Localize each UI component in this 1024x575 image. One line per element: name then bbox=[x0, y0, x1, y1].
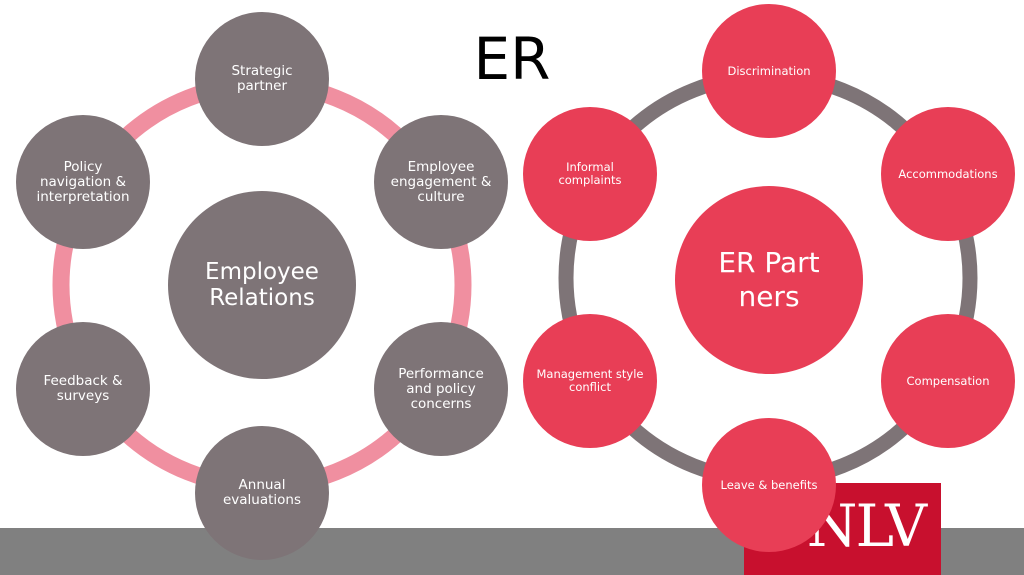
node-label: Informal complaints bbox=[558, 160, 622, 187]
node-label: Feedback & surveys bbox=[43, 373, 123, 404]
node-annual-evaluations: Annual evaluations bbox=[195, 426, 329, 560]
employee-relations-center: Employee Relations bbox=[168, 191, 356, 379]
node-label: Compensation bbox=[906, 373, 990, 388]
node-policy-navigation: Policy navigation & interpretation bbox=[16, 115, 150, 249]
node-label: Management style conflict bbox=[536, 367, 644, 394]
center-label: Employee Relations bbox=[205, 259, 319, 311]
node-compensation: Compensation bbox=[881, 314, 1015, 448]
node-performance-policy: Performance and policy concerns bbox=[374, 322, 508, 456]
page-title: ER bbox=[473, 25, 551, 93]
er-partners-center: ER Partners bbox=[675, 186, 863, 374]
node-label: Performance and policy concerns bbox=[398, 365, 484, 412]
node-management-style-conflict: Management style conflict bbox=[523, 314, 657, 448]
node-informal-complaints: Informal complaints bbox=[523, 107, 657, 241]
node-strategic-partner: Strategic partner bbox=[195, 12, 329, 146]
node-label: Annual evaluations bbox=[222, 477, 302, 508]
node-label: Strategic partner bbox=[231, 63, 293, 94]
node-discrimination: Discrimination bbox=[702, 4, 836, 138]
node-label: Accommodations bbox=[898, 166, 998, 181]
node-label: Policy navigation & interpretation bbox=[36, 158, 130, 205]
node-leave-benefits: Leave & benefits bbox=[702, 418, 836, 552]
node-label: Employee engagement & culture bbox=[390, 158, 492, 205]
node-employee-engagement: Employee engagement & culture bbox=[374, 115, 508, 249]
node-label: Leave & benefits bbox=[720, 477, 818, 492]
node-feedback-surveys: Feedback & surveys bbox=[16, 322, 150, 456]
node-label: Discrimination bbox=[727, 63, 811, 78]
node-accommodations: Accommodations bbox=[881, 107, 1015, 241]
center-label: ER Partners bbox=[718, 246, 820, 313]
